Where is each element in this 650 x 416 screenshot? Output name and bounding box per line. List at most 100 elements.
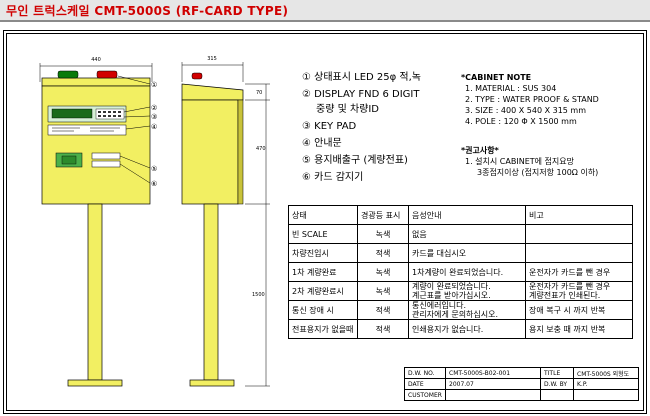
legend-item: 중량 및 차량ID: [302, 104, 421, 116]
text-cell: 전표용지가 없을때: [288, 319, 358, 339]
text-cell: 운전자가 카드를 뺀 경우 계량전표가 인쇄된다.: [525, 281, 633, 301]
side-cabinet-body: [181, 99, 239, 205]
text-cell: DATE: [404, 378, 446, 390]
text-cell: ②: [302, 89, 311, 100]
text-cell: 4. POLE : 120 Φ X 1500 mm: [465, 117, 577, 126]
page-title: 무인 트럭스케일 CMT-5000S (RF-CARD TYPE): [6, 4, 289, 18]
drawing-frame-inner: [6, 33, 644, 411]
dim-body-height: 470: [256, 146, 266, 152]
text-cell: 통신에러입니다. 관리자에게 문의하십시오.: [408, 300, 526, 320]
side-pole: [203, 203, 219, 381]
callout-5: ⑤: [151, 165, 157, 173]
dim-pole-height: 1500: [252, 292, 265, 298]
text-cell: 1차 계량완료: [288, 262, 358, 282]
text-cell: 용지배출구 (계량전표): [314, 155, 408, 166]
text-cell: *CABINET NOTE: [461, 73, 532, 82]
legend-item: ④ 안내문: [302, 138, 421, 150]
text-cell: 경광등 표시: [357, 205, 409, 225]
text-cell: [525, 224, 633, 244]
title-block: D.W. NO. CMT-5000S-B02-001 TITLE CMT-500…: [404, 367, 639, 401]
text-cell: D.W. NO.: [404, 367, 446, 379]
keypad-area: [95, 108, 125, 120]
text-cell: 상태표시 LED 25φ 적,녹: [314, 72, 421, 83]
text-cell: 통신 장애 시: [288, 300, 358, 320]
dim-side-width: 315: [207, 56, 217, 62]
text-cell: 녹색: [357, 262, 409, 282]
text-cell: 카드 감지기: [314, 172, 364, 183]
side-led-icon: [191, 72, 203, 80]
front-view: 440: [39, 57, 157, 387]
text-cell: 적색: [357, 243, 409, 263]
paper-outlet: [91, 152, 121, 160]
text-cell: 계량이 완료되었습니다. 계근표를 받아가십시오.: [408, 281, 526, 301]
text-cell: 차량진입시: [288, 243, 358, 263]
callout-4: ④: [151, 123, 157, 131]
side-view: 315 70 470 1500: [181, 56, 270, 387]
green-led-icon: [57, 70, 79, 79]
side-base: [189, 379, 235, 387]
callout-1: ①: [151, 81, 157, 89]
text-cell: ①: [302, 72, 311, 83]
text-cell: *권고사항*: [461, 146, 499, 155]
drawing-frame: [3, 30, 647, 414]
text-cell: CMT-5000S 외형도: [573, 367, 639, 379]
front-top-cap: [41, 77, 151, 87]
table-header-row: 상태 경광등 표시 음성안내 비고: [288, 205, 633, 225]
guide-panel: [47, 124, 127, 136]
text-cell: 적색: [357, 319, 409, 339]
text-cell: CMT-5000S-B02-001: [445, 367, 541, 379]
side-sloped-top: [181, 83, 244, 101]
legend-item: ⑤ 용지배출구 (계량전표): [302, 155, 421, 167]
text-cell: TITLE: [540, 367, 574, 379]
text-cell: 용지 보충 때 까지 반복: [525, 319, 633, 339]
recommend-note: *권고사항* 1. 설치시 CABINET에 접지요망 3종접지이상 (접지저항…: [461, 145, 598, 178]
front-cabinet-body: [41, 85, 151, 205]
dim-front-width: 440: [91, 57, 101, 63]
text-cell: ⑥: [302, 172, 311, 183]
card-sensor: [91, 160, 121, 168]
fnd-display: [51, 108, 93, 119]
text-cell: [525, 243, 633, 263]
text-cell: 1. 설치시 CABINET에 접지요망: [465, 157, 574, 166]
text-cell: ⑤: [302, 155, 311, 166]
red-led-icon: [96, 70, 118, 79]
legend-item: ② DISPLAY FND 6 DIGIT: [302, 89, 421, 101]
text-cell: 없음: [408, 224, 526, 244]
callout-3: ③: [151, 113, 157, 121]
text-cell: ③: [302, 121, 311, 132]
dim-top-height: 70: [256, 90, 262, 96]
legend-item: ① 상태표시 LED 25φ 적,녹: [302, 72, 421, 84]
text-cell: 녹색: [357, 224, 409, 244]
text-cell: 운전자가 카드를 뺀 경우: [525, 262, 633, 282]
text-cell: 1. MATERIAL : SUS 304: [465, 84, 557, 93]
text-cell: KEY PAD: [314, 121, 357, 132]
text-cell: 안내문: [314, 138, 342, 149]
text-cell: 2007.07: [445, 378, 541, 390]
text-cell: 3. SIZE : 400 X 540 X 315 mm: [465, 106, 586, 115]
front-base: [67, 379, 123, 387]
text-cell: CUSTOMER: [404, 389, 446, 401]
text-cell: 상태: [288, 205, 358, 225]
cabinet-note: *CABINET NOTE 1. MATERIAL : SUS 304 2. T…: [461, 72, 599, 127]
text-cell: 적색: [357, 300, 409, 320]
text-cell: 3종접지이상 (접지저항 100Ω 이하): [477, 168, 599, 177]
title-bar: 무인 트럭스케일 CMT-5000S (RF-CARD TYPE): [0, 0, 650, 22]
text-cell: 카드를 대십시오: [408, 243, 526, 263]
text-cell: D.W. BY: [540, 378, 574, 390]
text-cell: [445, 389, 541, 401]
text-cell: 인쇄용지가 없습니다.: [408, 319, 526, 339]
callout-2: ②: [151, 104, 157, 112]
legend-item: ③ KEY PAD: [302, 121, 421, 133]
text-cell: 음성안내: [408, 205, 526, 225]
legend-item: ⑥ 카드 감지기: [302, 172, 421, 184]
text-cell: DISPLAY FND 6 DIGIT: [314, 89, 420, 100]
text-cell: 1차계량이 완료되었습니다.: [408, 262, 526, 282]
text-cell: 장애 복구 시 까지 반복: [525, 300, 633, 320]
